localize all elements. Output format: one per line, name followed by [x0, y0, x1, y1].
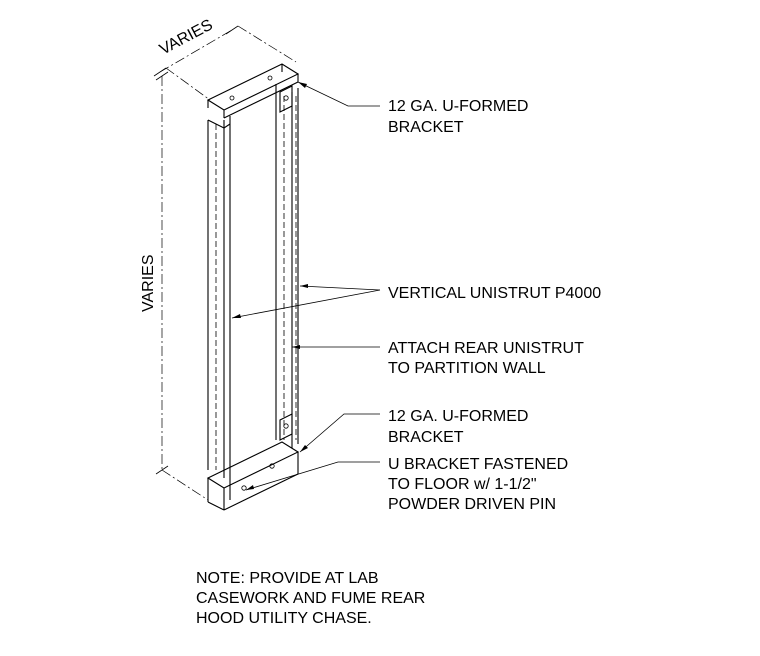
- callout-5-line-3: POWDER DRIVEN PIN: [388, 496, 556, 513]
- callout-1-line-1: 12 GA. U-FORMED: [388, 98, 528, 115]
- width-dimension: VARIES: [153, 17, 297, 101]
- callout-4-line-1: 12 GA. U-FORMED: [388, 408, 528, 425]
- callout-1-line-2: BRACKET: [388, 119, 464, 136]
- callout-3-line-1: ATTACH REAR UNISTRUT: [388, 340, 584, 357]
- callout-3: ATTACH REAR UNISTRUT TO PARTITION WALL: [388, 340, 584, 377]
- callout-2: VERTICAL UNISTRUT P4000: [388, 285, 601, 302]
- callout-1: 12 GA. U-FORMED BRACKET: [388, 98, 528, 136]
- height-dimension-label: VARIES: [140, 255, 157, 313]
- callout-4-line-2: BRACKET: [388, 429, 464, 446]
- note-line-2: CASEWORK AND FUME REAR: [196, 590, 426, 607]
- callout-5-line-2: TO FLOOR w/ 1-1/2": [388, 476, 537, 493]
- leader-lines: [231, 81, 381, 491]
- callout-4: 12 GA. U-FORMED BRACKET: [388, 408, 528, 446]
- note-line-3: HOOD UTILITY CHASE.: [196, 610, 372, 627]
- callout-5: U BRACKET FASTENED TO FLOOR w/ 1-1/2" PO…: [388, 456, 568, 513]
- height-dimension: VARIES: [140, 71, 209, 501]
- chase-frame: [206, 63, 300, 511]
- callout-3-line-2: TO PARTITION WALL: [388, 360, 546, 377]
- width-dimension-label: VARIES: [157, 17, 216, 59]
- callout-5-line-1: U BRACKET FASTENED: [388, 456, 568, 473]
- note-line-1: NOTE: PROVIDE AT LAB: [196, 570, 379, 587]
- general-note: NOTE: PROVIDE AT LAB CASEWORK AND FUME R…: [196, 569, 425, 629]
- callout-2-line-1: VERTICAL UNISTRUT P4000: [388, 285, 601, 302]
